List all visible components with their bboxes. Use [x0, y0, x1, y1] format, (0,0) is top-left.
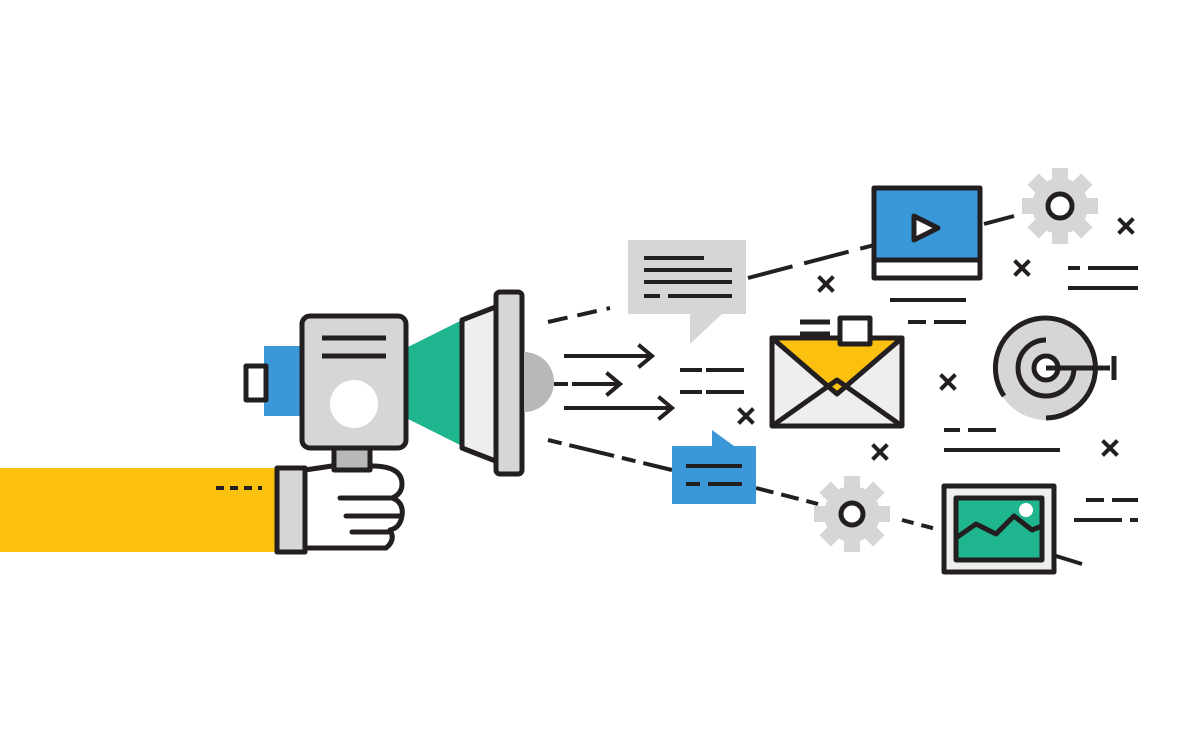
arrow-group [554, 343, 744, 421]
bubble-gray-shape [628, 240, 746, 344]
megaphone-stem [331, 445, 373, 473]
speech-bubble-blue-icon [672, 430, 756, 504]
sleeve-icon [0, 468, 280, 552]
megaphone-speaker-dot [330, 380, 378, 428]
mountain-line [954, 513, 1043, 541]
megaphone-rim [493, 289, 525, 477]
palm [302, 463, 405, 551]
target-ring-2 [1015, 337, 1077, 399]
target-icon [992, 315, 1117, 421]
megaphone-icon [243, 289, 554, 477]
envelope-bottom-fold [770, 377, 904, 429]
cross-marks [737, 217, 1135, 461]
cross-mark-icon [871, 443, 889, 461]
play-icon [911, 213, 941, 243]
megaphone-cone [406, 318, 466, 448]
arrow-icon [564, 395, 676, 421]
ray-bottom-3 [901, 518, 941, 532]
ray-top-2 [747, 242, 879, 280]
hand-icon [274, 463, 405, 555]
speech-bubble-gray-icon [628, 240, 746, 344]
target-ring-1 [992, 315, 1098, 421]
arrow-icon [564, 343, 656, 369]
ray-bottom-1 [547, 438, 673, 472]
envelope-icon [769, 315, 905, 429]
envelope-flap [769, 335, 905, 397]
cuff [274, 465, 308, 555]
cross-mark-icon [939, 373, 957, 391]
video-base [871, 257, 983, 281]
ray-top-1 [547, 306, 611, 324]
gear-icon [1022, 168, 1098, 244]
broadcast-rays [547, 214, 1083, 566]
ray-bottom-2 [755, 486, 819, 506]
cross-mark-icon [817, 275, 835, 293]
cross-mark-icon [1101, 439, 1119, 457]
cross-mark-icon [1013, 259, 1031, 277]
video-player-icon [871, 185, 983, 324]
arrow-icon [554, 371, 624, 397]
megaphone-knob [243, 363, 269, 403]
sleeve-body [0, 468, 280, 552]
envelope-letter [837, 315, 873, 347]
sun-dot [1019, 503, 1033, 517]
decor-lines [944, 266, 1138, 522]
megaphone-bell [459, 303, 501, 465]
ray-bottom-4 [1055, 554, 1083, 566]
cross-mark-icon [737, 407, 755, 425]
cross-mark-icon [1117, 217, 1135, 235]
megaphone-sound-cap [524, 352, 554, 412]
image-frame-icon [941, 483, 1057, 575]
megaphone-back-block [264, 346, 304, 416]
gear-icon [814, 476, 890, 552]
ray-top-3 [983, 214, 1015, 226]
